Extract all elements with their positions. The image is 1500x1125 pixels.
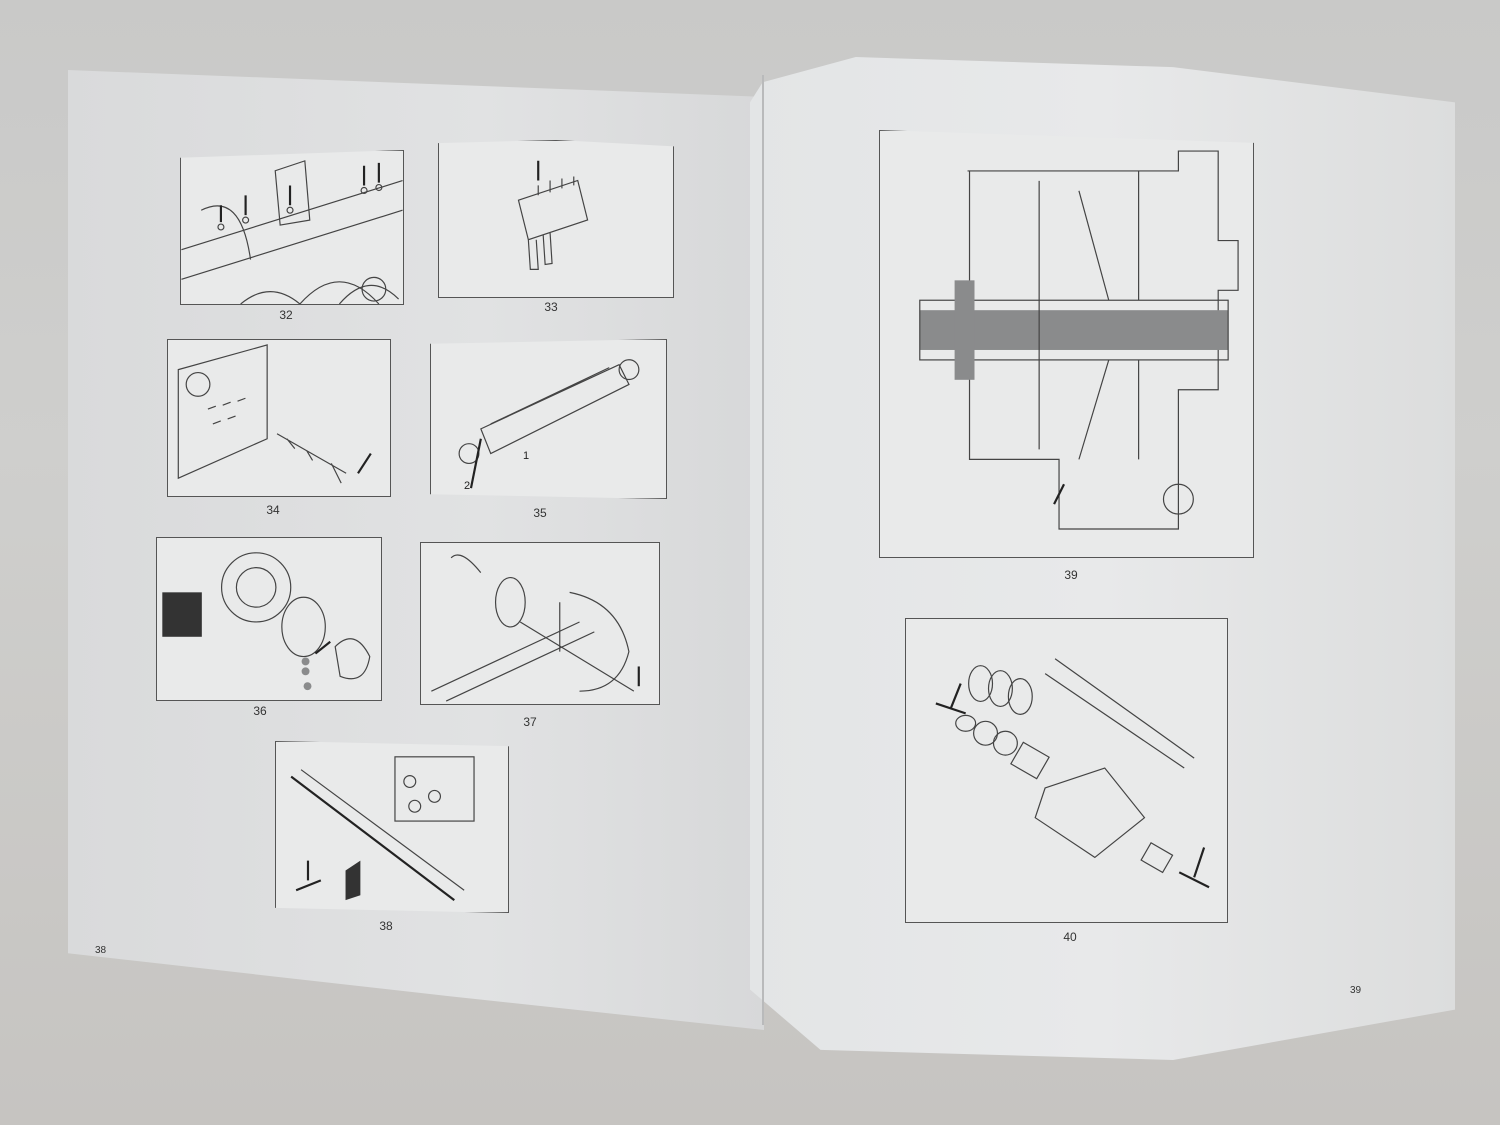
figure-38 <box>275 741 509 913</box>
figure-35-caption: 35 <box>533 506 547 520</box>
figure-39 <box>879 130 1254 558</box>
gear-hub-exploded-illustration <box>162 552 371 691</box>
frame-wheel-pin-illustration <box>431 554 640 702</box>
page-number-left: 38 <box>95 945 107 956</box>
figure-37-caption: 37 <box>523 715 537 729</box>
figure-37 <box>420 542 660 705</box>
figure-35: 1 2 <box>430 339 667 499</box>
figure-38-caption: 38 <box>379 919 393 933</box>
figure-32-caption: 32 <box>279 308 293 322</box>
figure-33-caption: 33 <box>544 300 558 314</box>
hydraulic-cylinder-illustration <box>458 359 640 489</box>
callout-2: 2 <box>464 480 471 492</box>
book-spine <box>762 75 764 1025</box>
control-valve-illustration <box>517 160 589 270</box>
panel-bracket-illustration <box>177 344 372 484</box>
page-number-right: 39 <box>1350 985 1362 996</box>
figure-40-caption: 40 <box>1063 930 1077 944</box>
shaft-housing-exploded-illustration <box>935 658 1210 889</box>
figure-32 <box>180 150 404 305</box>
figure-33 <box>438 140 674 298</box>
figure-36 <box>156 537 382 701</box>
frame-grease-points-illustration <box>181 160 403 304</box>
shaft-bearing-blocks-illustration <box>290 756 475 902</box>
callout-1: 1 <box>523 450 530 462</box>
figure-34 <box>167 339 391 497</box>
figure-39-caption: 39 <box>1064 568 1078 582</box>
gearbox-cross-section-illustration <box>919 150 1239 530</box>
figure-34-caption: 34 <box>266 503 280 517</box>
figure-40 <box>905 618 1228 923</box>
figure-36-caption: 36 <box>253 704 267 718</box>
